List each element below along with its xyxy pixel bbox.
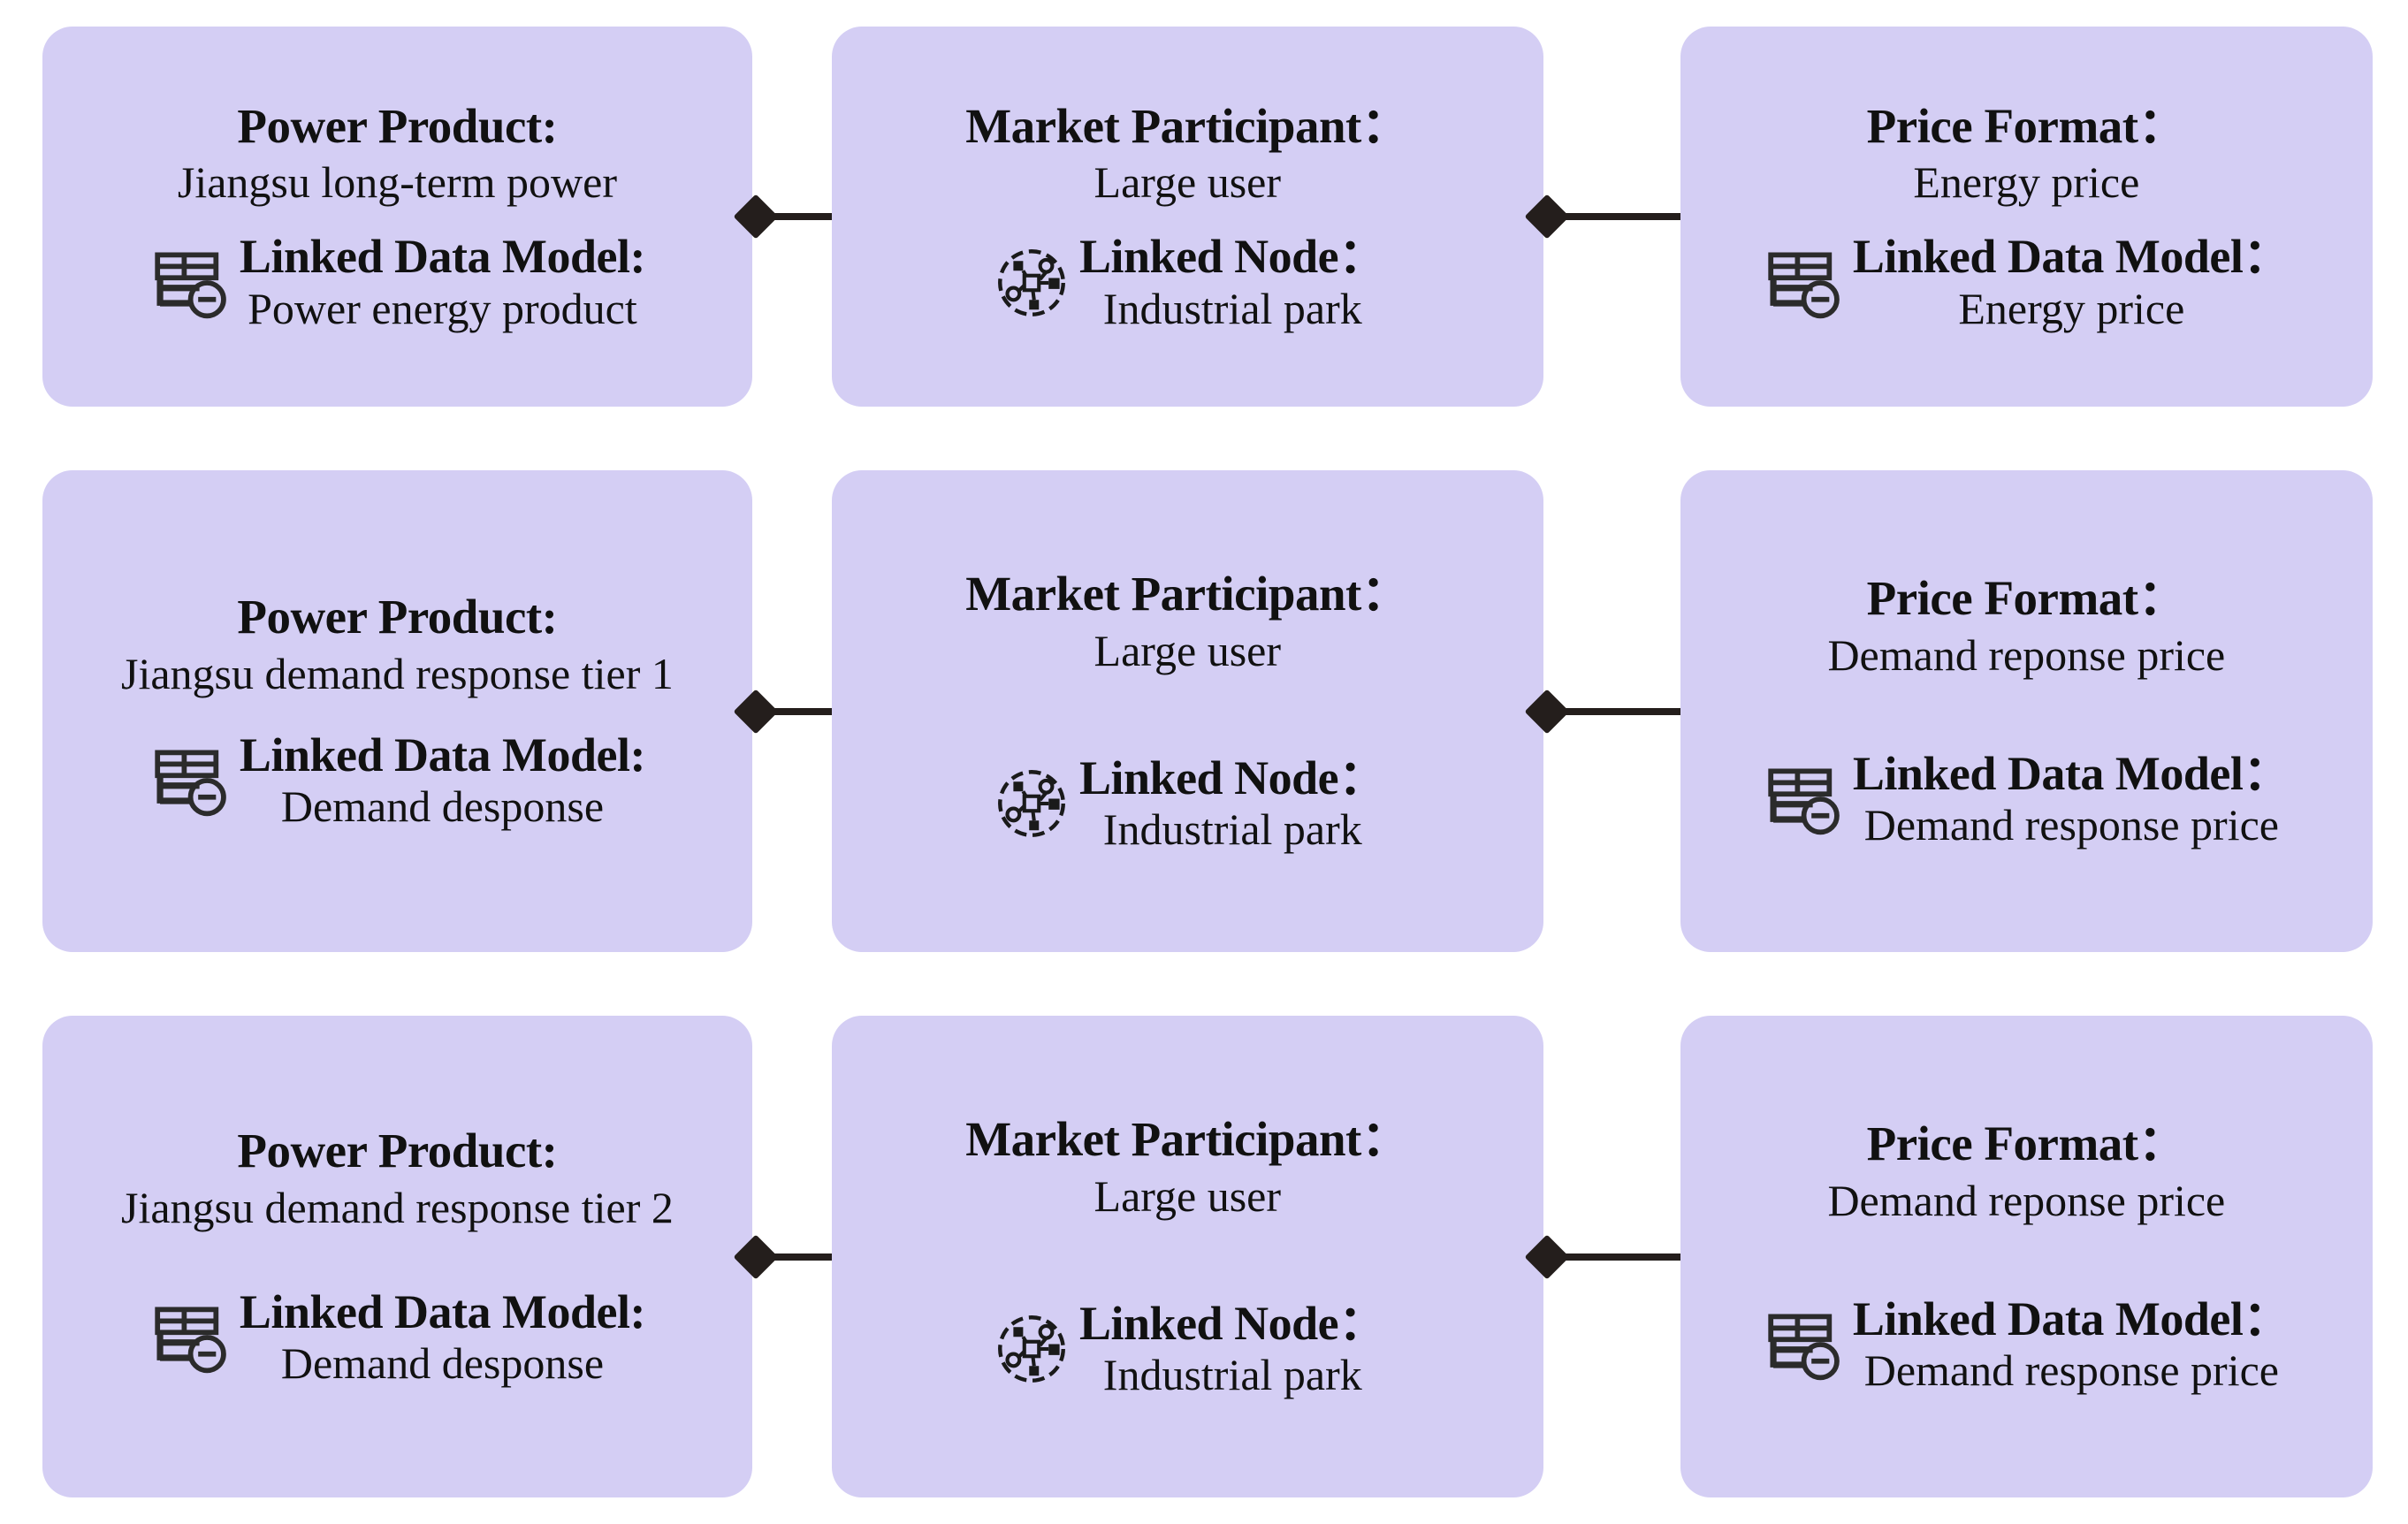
linked-node-block: Linked Node： Industrial park bbox=[844, 751, 1531, 856]
linked-label: Linked Data Model: bbox=[239, 230, 646, 284]
card-subtitle: Jiangsu demand response tier 2 bbox=[121, 1182, 674, 1232]
diagram-row-2: Power Product: Jiangsu demand response t… bbox=[42, 470, 2373, 952]
card-title: Market Participant： bbox=[965, 1112, 1410, 1167]
linked-data-model-text: Linked Data Model: Demand desponse bbox=[239, 728, 646, 833]
card-title: Market Participant： bbox=[965, 98, 1410, 153]
card-title: Price Format： bbox=[1866, 571, 2187, 626]
card-subtitle: Energy price bbox=[1913, 157, 2140, 208]
linked-value: Power energy product bbox=[248, 283, 637, 333]
diagram-row-3: Power Product: Jiangsu demand response t… bbox=[42, 1016, 2373, 1497]
linked-node-icon bbox=[989, 240, 1074, 325]
card-title: Power Product: bbox=[237, 1124, 558, 1178]
diagram-row-1: Power Product: Jiangsu long-term power bbox=[42, 27, 2373, 407]
linked-node-text: Linked Node： Industrial park bbox=[1078, 1296, 1386, 1401]
linked-data-model-icon bbox=[1763, 1302, 1848, 1387]
linked-data-model-block: Linked Data Model： Energy price bbox=[1693, 230, 2360, 334]
linked-data-model-icon bbox=[149, 240, 234, 325]
linked-node-block: Linked Node： Industrial park bbox=[844, 230, 1531, 334]
card-market-participant-1[interactable]: Market Participant： Large user bbox=[831, 27, 1543, 407]
linked-data-model-block: Linked Data Model: Demand desponse bbox=[55, 1284, 740, 1390]
linked-label: Linked Data Model： bbox=[1852, 230, 2291, 284]
card-power-product-3[interactable]: Power Product: Jiangsu demand response t… bbox=[42, 1016, 752, 1497]
card-title: Power Product: bbox=[237, 590, 558, 644]
card-title: Price Format： bbox=[1866, 1116, 2187, 1171]
card-market-participant-3[interactable]: Market Participant： Large user bbox=[831, 1016, 1543, 1497]
card-power-product-2[interactable]: Power Product: Jiangsu demand response t… bbox=[42, 470, 752, 952]
card-subtitle: Demand reponse price bbox=[1827, 1175, 2226, 1225]
card-subtitle: Large user bbox=[1094, 1170, 1282, 1221]
linked-data-model-icon bbox=[1763, 240, 1848, 325]
linked-data-model-text: Linked Data Model： Demand response price bbox=[1852, 1292, 2291, 1397]
linked-label: Linked Data Model: bbox=[239, 1284, 646, 1338]
card-price-format-2[interactable]: Price Format： Demand reponse price bbox=[1680, 470, 2373, 952]
linked-node-block: Linked Node： Industrial park bbox=[844, 1296, 1531, 1401]
linked-label: Linked Data Model: bbox=[239, 728, 646, 781]
card-subtitle: Large user bbox=[1094, 157, 1282, 208]
linked-value: Industrial park bbox=[1102, 804, 1362, 855]
card-subtitle: Jiangsu long-term power bbox=[177, 157, 617, 208]
card-price-format-1[interactable]: Price Format： Energy price bbox=[1680, 27, 2373, 407]
connector-slot-3b bbox=[1524, 1016, 1684, 1497]
linked-value: Demand response price bbox=[1863, 800, 2279, 850]
linked-node-icon bbox=[989, 1307, 1074, 1391]
linked-data-model-text: Linked Data Model： Energy price bbox=[1852, 230, 2291, 334]
connector-slot-1a bbox=[733, 27, 835, 407]
card-title: Market Participant： bbox=[965, 567, 1410, 621]
linked-data-model-icon bbox=[149, 738, 234, 823]
connector-slot-2b bbox=[1524, 470, 1684, 952]
linked-data-model-block: Linked Data Model: Demand desponse bbox=[55, 728, 740, 833]
linked-label: Linked Node： bbox=[1078, 230, 1386, 284]
card-title: Power Product: bbox=[237, 98, 558, 153]
linked-value: Industrial park bbox=[1102, 1350, 1362, 1400]
linked-value: Demand response price bbox=[1863, 1345, 2279, 1396]
card-market-participant-2[interactable]: Market Participant： Large user bbox=[831, 470, 1543, 952]
linked-value: Industrial park bbox=[1102, 283, 1362, 333]
connector-slot-1b bbox=[1524, 27, 1684, 407]
linked-node-text: Linked Node： Industrial park bbox=[1078, 751, 1386, 856]
linked-data-model-text: Linked Data Model: Demand desponse bbox=[239, 1284, 646, 1390]
linked-label: Linked Node： bbox=[1078, 1296, 1386, 1350]
linked-label: Linked Data Model： bbox=[1852, 746, 2291, 800]
linked-data-model-text: Linked Data Model: Power energy product bbox=[239, 230, 646, 334]
linked-data-model-block: Linked Data Model: Power energy product bbox=[55, 230, 740, 334]
card-subtitle: Jiangsu demand response tier 1 bbox=[121, 648, 674, 698]
linked-node-text: Linked Node： Industrial park bbox=[1078, 230, 1386, 334]
linked-data-model-text: Linked Data Model： Demand response price bbox=[1852, 746, 2291, 851]
linked-label: Linked Data Model： bbox=[1852, 1292, 2291, 1345]
card-subtitle: Demand reponse price bbox=[1827, 629, 2226, 680]
card-subtitle: Large user bbox=[1094, 625, 1282, 675]
linked-data-model-block: Linked Data Model： Demand response price bbox=[1693, 746, 2360, 851]
card-power-product-1[interactable]: Power Product: Jiangsu long-term power bbox=[42, 27, 752, 407]
linked-value: Demand desponse bbox=[280, 781, 605, 832]
card-title: Price Format： bbox=[1866, 98, 2187, 153]
linked-label: Linked Node： bbox=[1078, 751, 1386, 804]
linked-data-model-icon bbox=[1763, 757, 1848, 842]
card-price-format-3[interactable]: Price Format： Demand reponse price bbox=[1680, 1016, 2373, 1497]
linked-value: Energy price bbox=[1958, 283, 2185, 333]
linked-data-model-block: Linked Data Model： Demand response price bbox=[1693, 1292, 2360, 1397]
linked-data-model-icon bbox=[149, 1295, 234, 1380]
linked-node-icon bbox=[989, 761, 1074, 846]
linked-value: Demand desponse bbox=[280, 1338, 605, 1389]
connector-slot-2a bbox=[733, 470, 835, 952]
connector-slot-3a bbox=[733, 1016, 835, 1497]
